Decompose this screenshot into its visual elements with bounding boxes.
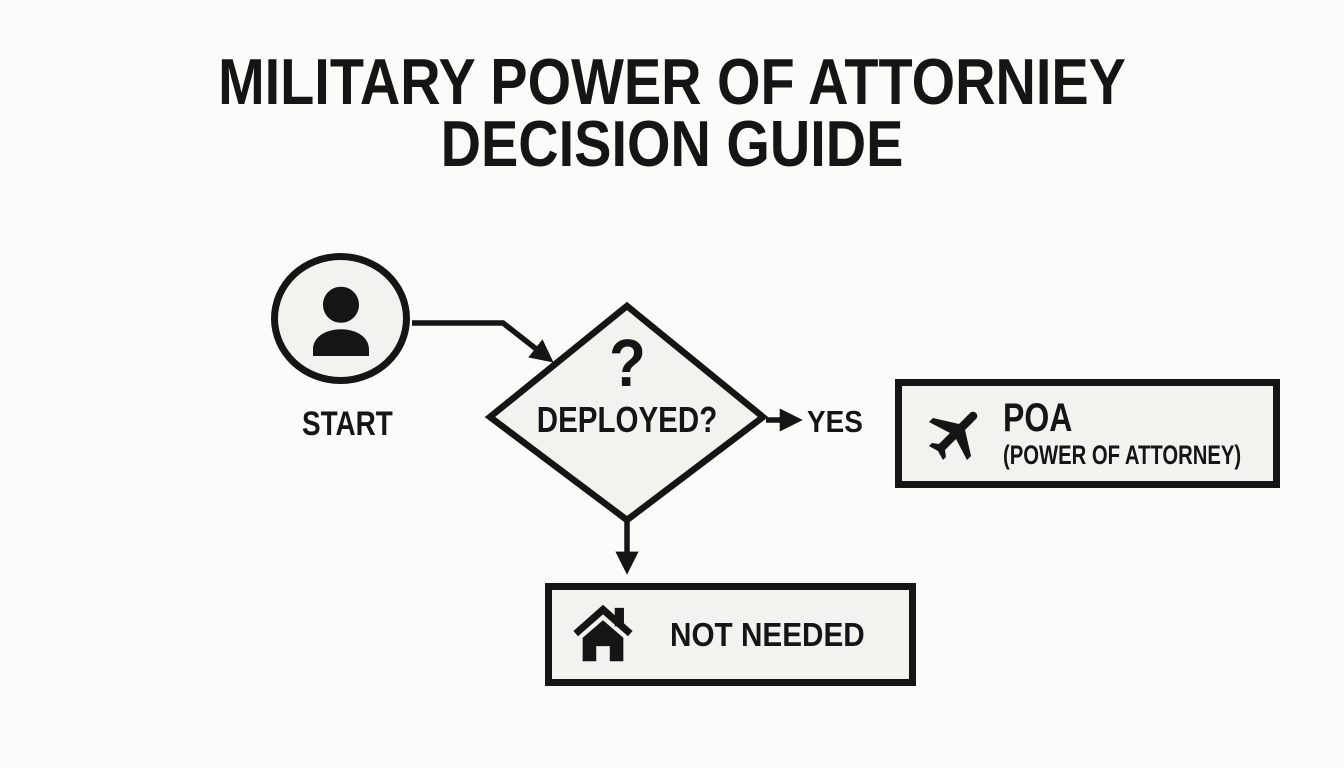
not-needed-result-box: NOT NEEDED	[545, 583, 916, 686]
poa-subtitle: (POWER OF ATTORNEY)	[1003, 440, 1242, 470]
poa-result-box: POA (POWER OF ATTORNEY)	[895, 379, 1280, 488]
decision-label: DEPLOYED?	[536, 399, 718, 440]
title-line-2: DECISION GUIDE	[440, 107, 904, 180]
page-title: MILITARY POWER OF ATTORNIEY DECISION GUI…	[0, 45, 1344, 180]
not-needed-label: NOT NEEDED	[670, 616, 865, 653]
house-icon	[573, 604, 633, 661]
decision-diamond	[484, 301, 769, 525]
edge-label-yes: YES	[807, 404, 863, 439]
poa-text: POA (POWER OF ATTORNEY)	[1003, 397, 1321, 470]
start-node	[271, 253, 410, 384]
airplane-icon	[928, 411, 978, 460]
title-line-1: MILITARY POWER OF ATTORNIEY	[218, 45, 1126, 118]
decision-question-mark: ?	[608, 326, 646, 401]
person-icon	[312, 286, 369, 356]
start-label: START	[301, 405, 393, 443]
poa-title: POA	[1003, 396, 1073, 440]
edge-start-to-decision	[412, 320, 554, 363]
